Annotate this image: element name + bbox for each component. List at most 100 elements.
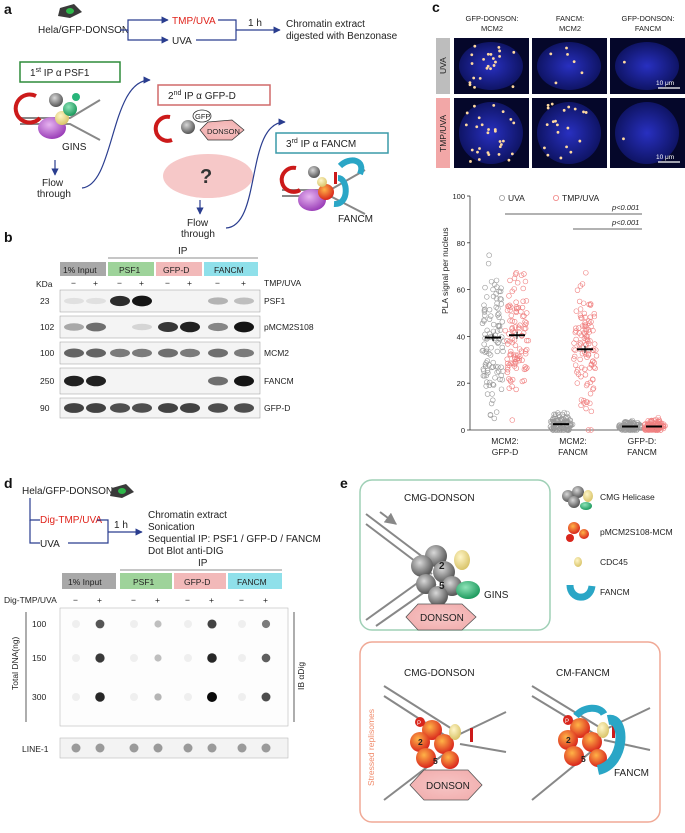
data-point	[509, 288, 515, 295]
data-point	[549, 417, 556, 423]
pla-foci	[510, 152, 514, 156]
data-point	[487, 412, 494, 418]
blot-band	[132, 295, 152, 307]
group-gfpd-b	[156, 262, 202, 276]
blot-band	[208, 322, 228, 332]
data-point	[494, 369, 500, 376]
legend-cdc45-label: CDC45	[600, 557, 628, 567]
pla-foci	[489, 67, 492, 71]
pla-foci	[486, 52, 490, 56]
y-tick-label: 20	[457, 379, 465, 388]
data-point	[586, 340, 592, 347]
line1-dot	[153, 743, 163, 753]
fancm-label-a: FANCM	[338, 214, 373, 225]
data-point	[580, 300, 587, 306]
treatment-uva-d: UVA	[40, 539, 60, 550]
data-point	[590, 358, 596, 364]
data-point	[573, 325, 579, 331]
blot-band	[158, 403, 178, 413]
row-label-tmp: TMP/UVA	[438, 115, 448, 152]
mcm-num-5-right: 5	[581, 754, 586, 764]
data-point	[493, 291, 499, 297]
lane-sign-b: −	[117, 278, 122, 288]
blot-band	[132, 348, 152, 358]
pla-foci	[556, 130, 560, 134]
treatment-label-b: TMP/UVA	[264, 278, 301, 288]
blot-band	[64, 323, 84, 331]
flow-through-1a: Flow	[42, 178, 64, 189]
pla-foci	[549, 52, 553, 56]
pla-foci	[486, 131, 490, 135]
kda-label: KDa	[36, 279, 53, 289]
blot-dot	[207, 692, 217, 702]
data-point	[549, 426, 555, 432]
fancm-label-stressed: FANCM	[614, 768, 649, 779]
data-point	[555, 410, 561, 416]
panel-a: a Hela/GFP-DONSON TMP/UVA UVA 1 h Chroma…	[4, 1, 398, 240]
data-point	[547, 418, 554, 425]
data-point	[519, 378, 526, 385]
pla-foci	[470, 148, 474, 152]
legend-cmg-label: CMG Helicase	[600, 492, 655, 502]
pla-foci	[554, 119, 557, 123]
nucleus	[537, 42, 601, 90]
line1-strip	[59, 737, 289, 759]
donson-label-a: DONSON	[207, 127, 240, 136]
row-band-tmp	[436, 98, 450, 168]
group-psf1-d	[120, 573, 172, 589]
cell-line-label-d: Hela/GFP-DONSON	[22, 486, 113, 497]
panel-e: e CMG-DONSON 2 5 GINS DONSON CMG	[340, 475, 673, 823]
nucleus	[459, 102, 523, 164]
data-point	[559, 416, 565, 422]
group-label-fancm-d: FANCM	[237, 577, 267, 587]
data-point	[501, 338, 507, 344]
kda-value: 102	[40, 322, 54, 332]
pla-foci	[497, 153, 501, 156]
legend-pmcm2-label: pMCM2S108-MCM	[600, 527, 673, 537]
box2-right-title: CM-FANCM	[556, 668, 610, 679]
x-category-label: MCM2:	[491, 436, 518, 446]
micrograph-column-header: MCM2	[481, 24, 503, 33]
extract-line2: digested with Benzonase	[286, 31, 398, 42]
pla-foci	[487, 128, 490, 131]
blot-band	[234, 348, 254, 358]
data-point	[563, 426, 569, 432]
data-point	[483, 383, 489, 389]
data-point	[591, 364, 597, 370]
data-point	[523, 298, 530, 304]
blot-row-label: FANCM	[264, 376, 294, 386]
pla-foci	[485, 66, 489, 70]
data-point	[564, 410, 570, 417]
data-point	[591, 310, 597, 317]
data-point	[495, 340, 501, 346]
data-point	[511, 361, 517, 367]
y-tick-label: 60	[457, 286, 465, 295]
data-point	[512, 271, 519, 277]
nucleus	[615, 42, 679, 90]
pla-foci	[573, 107, 577, 111]
pla-foci	[492, 64, 496, 67]
data-point	[524, 346, 530, 353]
pla-foci	[477, 158, 481, 161]
data-point	[490, 397, 496, 403]
pla-foci	[562, 108, 566, 112]
cell-icon	[58, 4, 82, 18]
data-point	[494, 348, 501, 355]
pla-foci	[470, 53, 474, 57]
pla-foci	[487, 153, 491, 156]
pla-foci	[584, 111, 588, 114]
data-point	[484, 391, 491, 397]
data-point	[591, 360, 598, 366]
data-point	[586, 329, 593, 335]
data-point	[493, 363, 499, 370]
blot-dot	[207, 619, 217, 629]
ip-header-d: IP	[198, 558, 208, 569]
group-label-input-d: 1% Input	[68, 577, 102, 587]
data-point	[496, 310, 502, 317]
data-point	[504, 356, 510, 362]
data-point	[486, 306, 493, 313]
data-point	[587, 314, 594, 320]
data-point	[571, 340, 577, 346]
cell-line-label: Hela/GFP-DONSON	[38, 25, 129, 36]
